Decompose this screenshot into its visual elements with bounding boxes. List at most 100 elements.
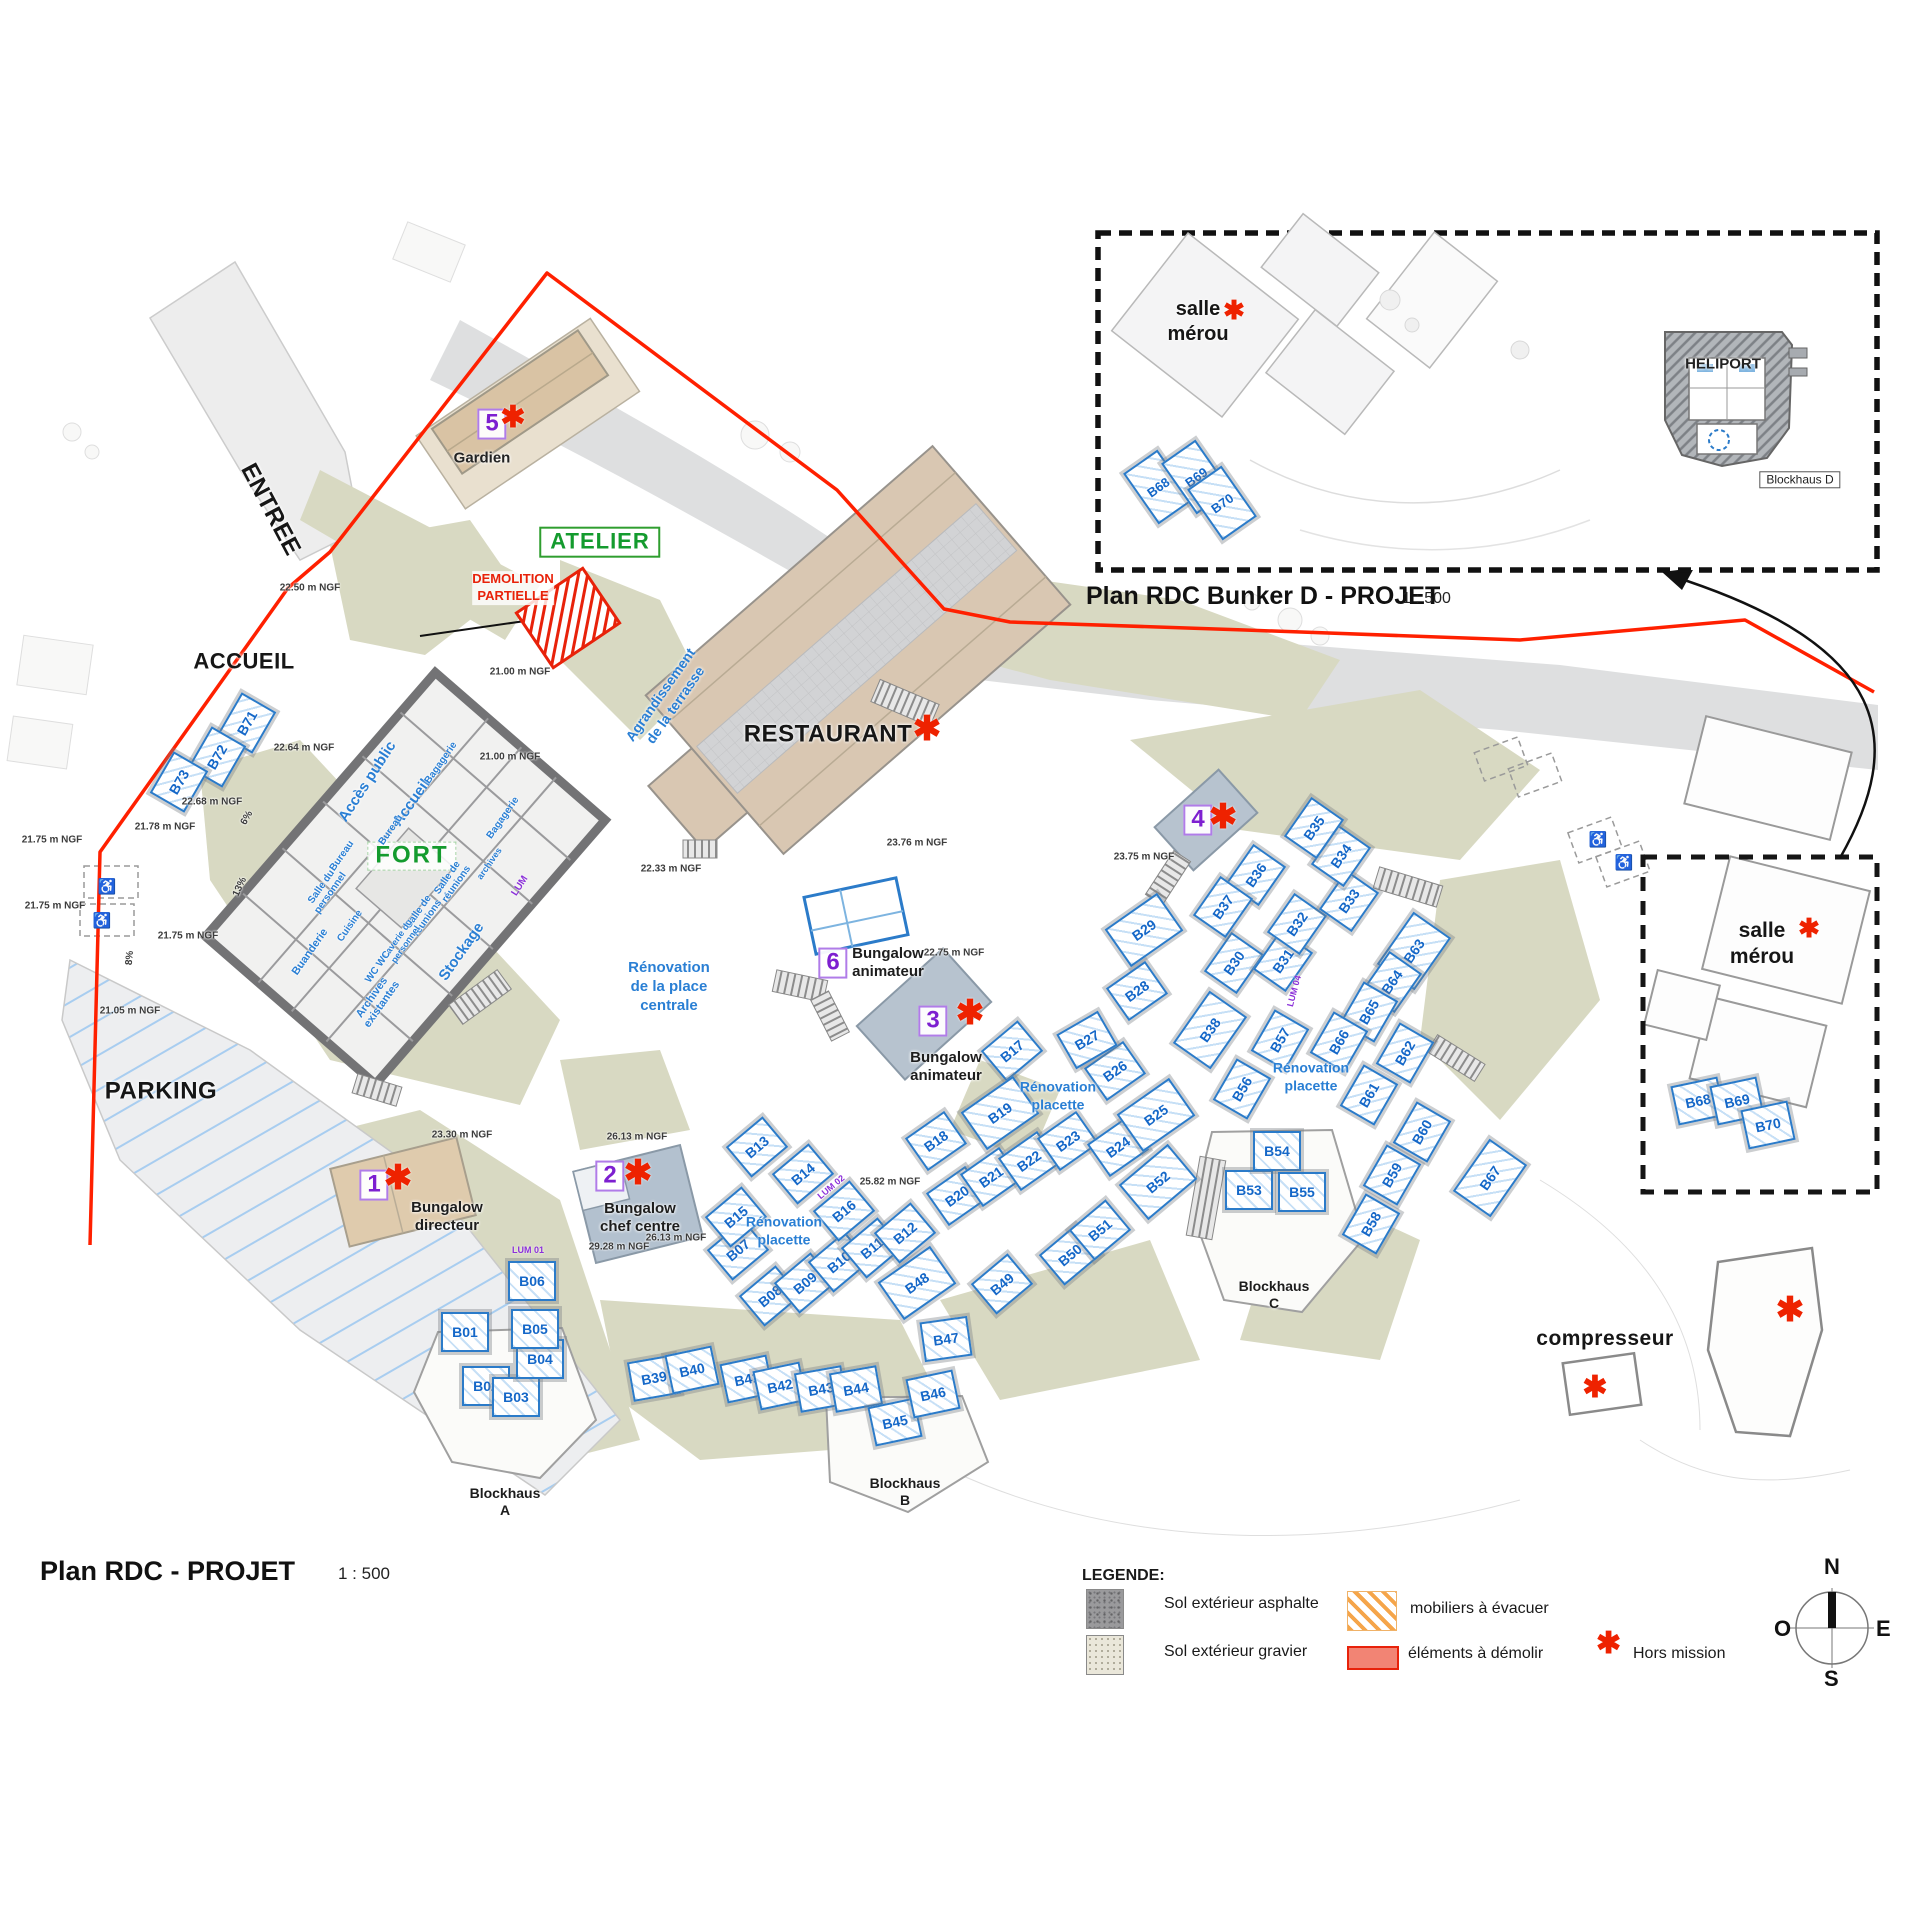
site-boundary (88, 271, 1875, 1246)
demolition-leader-line (419, 619, 533, 637)
bungalow-b54: B54 (1253, 1131, 1301, 1171)
hors-mission-icon: ✱ (383, 1159, 413, 1197)
wheelchair-icon: ♿ (97, 878, 117, 896)
elevation: 26.13 m NGF (606, 1131, 668, 1143)
legend-label-asphalte: Sol extérieur asphalte (1164, 1595, 1319, 1612)
hors-mission-icon: ✱ (1798, 913, 1820, 943)
marker-4: 4 (1183, 804, 1213, 836)
bungalow-directeur-building (329, 1136, 477, 1248)
label-bungalow-directeur: Bungalow directeur (411, 1199, 483, 1234)
hors-mission-icon: ✱ (1775, 1291, 1805, 1329)
hors-mission-icon: ✱ (912, 710, 942, 748)
elevation: 22.68 m NGF (181, 796, 243, 808)
label-compresseur: compresseur (1536, 1327, 1674, 1351)
marker-1: 1 (359, 1169, 389, 1201)
label-salle-merou-inset: salle mérou (1167, 298, 1229, 345)
hors-mission-icon: ✱ (955, 994, 985, 1032)
label-bungalow-animateur-3: Bungalow animateur (910, 1049, 982, 1084)
hors-mission-icon: ✱ (1596, 1627, 1622, 1660)
legend-label-hors-mission: Hors mission (1633, 1645, 1726, 1662)
inset-plan-bunker-d (1095, 212, 1880, 573)
label-demolition-partielle: DEMOLITION PARTIELLE (472, 571, 554, 605)
slope-8pct: 8% (123, 950, 137, 966)
elevation: 29.28 m NGF (588, 1241, 650, 1253)
zone-to-inset-arrow (1671, 574, 1876, 859)
label-heliport: HELIPORT (1685, 355, 1761, 373)
compass-graphic (1790, 1588, 1874, 1668)
gravier-swatch (1086, 1635, 1124, 1675)
elevation: 26.13 m NGF (645, 1232, 707, 1244)
bunker-d-zone (1640, 854, 1880, 1195)
bungalow-b01: B01 (441, 1312, 489, 1352)
legend-label-gravier: Sol extérieur gravier (1164, 1643, 1308, 1660)
salle-merou-parcels (1642, 714, 1872, 1109)
restaurant-building (644, 444, 1072, 856)
elevation: 21.05 m NGF (99, 1005, 161, 1017)
elevation: 22.50 m NGF (279, 582, 341, 594)
legend-heading: LEGENDE: (1082, 1567, 1165, 1584)
hors-mission-icon: ✱ (1208, 798, 1238, 836)
label-fort: FORT (367, 841, 457, 871)
label-accueil: ACCUEIL (193, 648, 295, 674)
hors-mission-icon: ✱ (500, 401, 526, 434)
out-of-mission-building (1706, 1246, 1824, 1438)
elevation: 23.76 m NGF (886, 837, 948, 849)
wheelchair-icon: ♿ (1614, 854, 1634, 872)
marker-5: 5 (477, 408, 507, 440)
elevation: 21.00 m NGF (479, 751, 541, 763)
label-salle-merou-main: salle mérou (1729, 918, 1795, 968)
compresseur-building (1561, 1351, 1643, 1417)
label-gardien: Gardien (453, 449, 511, 467)
compass-o: O (1774, 1616, 1792, 1641)
bungalow-b03: B03 (492, 1377, 540, 1417)
main-title: Plan RDC - PROJET (40, 1556, 296, 1586)
marker-3: 3 (918, 1005, 948, 1037)
elevation: 22.75 m NGF (923, 947, 985, 959)
label-bungalow-animateur-6: Bungalow animateur (852, 945, 924, 980)
inset-title: Plan RDC Bunker D - PROJET (1086, 582, 1441, 610)
elevation: 21.78 m NGF (134, 821, 196, 833)
elevation: 23.30 m NGF (431, 1129, 493, 1141)
label-renovation-placette-2: Rénovation placette (745, 1213, 823, 1248)
compass-n: N (1824, 1554, 1840, 1579)
hors-mission-icon: ✱ (1582, 1371, 1608, 1404)
hors-mission-icon: ✱ (623, 1154, 653, 1192)
hors-mission-icon: ✱ (1223, 295, 1245, 325)
demolir-swatch (1347, 1646, 1399, 1670)
label-parking: PARKING (104, 1077, 218, 1105)
label-blockhaus-b: Blockhaus B (869, 1475, 941, 1508)
label-blockhaus-d: Blockhaus D (1759, 471, 1841, 489)
heliport-building (1664, 331, 1808, 468)
label-renovation-place-centrale: Rénovation de la place centrale (628, 958, 710, 1014)
elevation: 21.00 m NGF (489, 666, 551, 678)
marker-6: 6 (818, 947, 848, 979)
context-sketch (6, 221, 1851, 1537)
legend: LEGENDE: Sol extérieur asphalte Sol exté… (1080, 1565, 1840, 1695)
bungalow-b06: B06 (508, 1261, 556, 1301)
arrow-head (1662, 568, 1694, 590)
main-title-scale: 1 : 500 (338, 1564, 390, 1583)
stairs (351, 678, 1486, 1241)
compass-rose: N E S O (1772, 1552, 1896, 1692)
wheelchair-icon: ♿ (92, 912, 112, 930)
wheelchair-icon: ♿ (1588, 831, 1608, 849)
legend-label-demolir: éléments à démolir (1408, 1645, 1544, 1662)
elevation: 23.75 m NGF (1113, 851, 1175, 863)
label-renovation-placette-1: Rénovation placette (1019, 1078, 1097, 1113)
label-blockhaus-a: Blockhaus A (469, 1485, 541, 1518)
bungalow-b55: B55 (1278, 1172, 1326, 1212)
compass-e: E (1876, 1616, 1891, 1641)
compass-s: S (1824, 1666, 1839, 1691)
elevation: 21.75 m NGF (21, 834, 83, 846)
bungalow-b47: B47 (919, 1315, 973, 1363)
asphalt-swatch (1086, 1589, 1124, 1629)
bungalow-b53: B53 (1225, 1170, 1273, 1210)
marker-2: 2 (595, 1160, 625, 1192)
elevation: 25.82 m NGF (859, 1176, 921, 1188)
label-bungalow-chef-centre: Bungalow chef centre (599, 1200, 681, 1235)
elevation: 21.75 m NGF (24, 900, 86, 912)
label-blockhaus-c: Blockhaus C (1238, 1278, 1310, 1311)
label-renovation-placette-3: Rénovation placette (1272, 1059, 1350, 1094)
